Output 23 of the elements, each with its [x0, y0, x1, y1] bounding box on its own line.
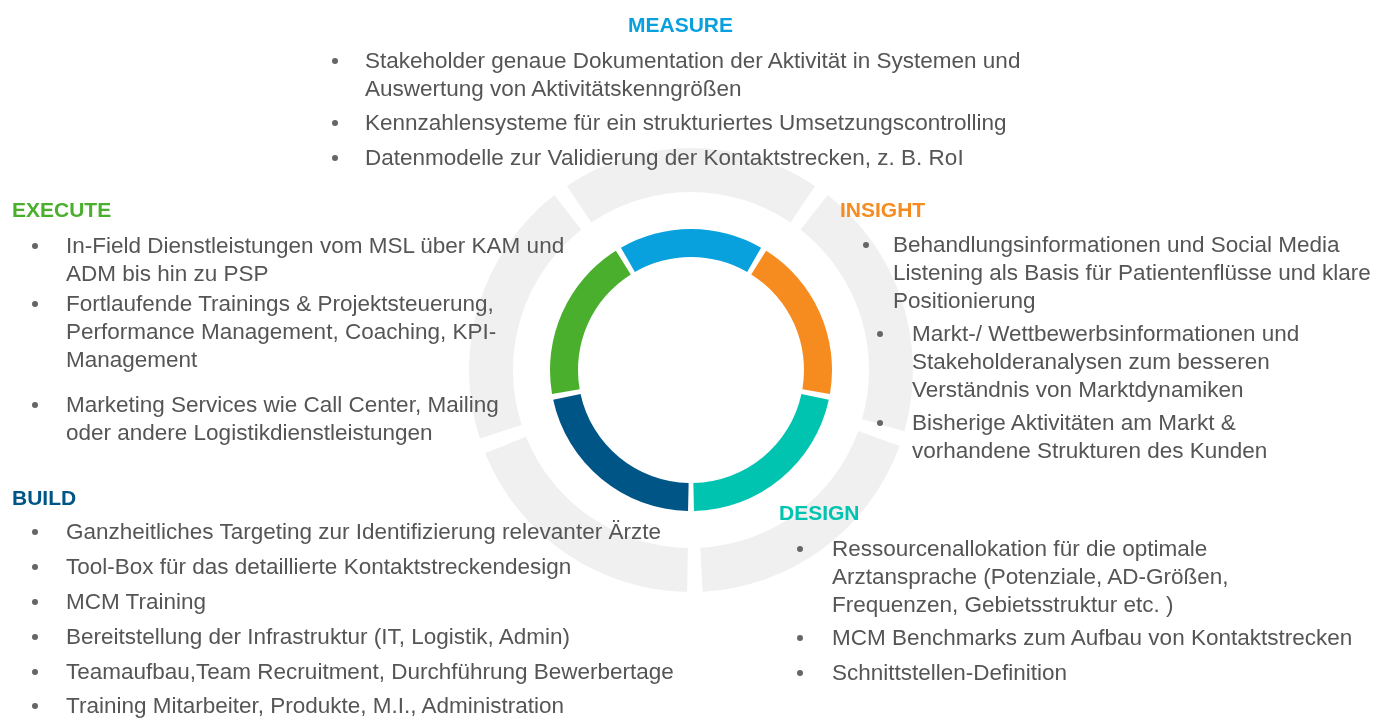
- bullet-text: Kennzahlensysteme für ein strukturiertes Umsetzungscontrolling: [365, 109, 1008, 137]
- section-heading: EXECUTE: [12, 197, 112, 223]
- bullet-text: Markt-/ Wettbewerbsinformationen und Stakeholderanalysen zum besseren Verständnis von Marktdynamiken: [912, 320, 1301, 404]
- bullet-text: MCM Benchmarks zum Aufbau von Kontaktstrecken: [832, 624, 1354, 652]
- bullet-text: Teamaufbau,Team Recruitment, Durchführung Bewerbertage: [66, 658, 675, 686]
- bullet-text: Fortlaufende Trainings & Projektsteuerung, Performance Management, Coaching, KPI-Management: [66, 290, 498, 374]
- bullet-text: Bereitstellung der Infrastruktur (IT, Logistik, Admin): [66, 623, 571, 651]
- section-heading: BUILD: [12, 485, 77, 511]
- section-heading: DESIGN: [779, 500, 860, 526]
- bullet-text: Training Mitarbeiter, Produkte, M.I., Administration: [66, 692, 566, 720]
- bullet-text: Stakeholder genaue Dokumentation der Aktivität in Systemen und Auswertung von Aktivitätskenngrößen: [365, 47, 1022, 103]
- section-heading: INSIGHT: [840, 197, 926, 223]
- section-heading: MEASURE: [628, 12, 733, 38]
- bullet-text: Behandlungsinformationen und Social Media Listening als Basis für Patientenflüsse und klare Positionierung: [893, 231, 1372, 315]
- bullet-text: Tool-Box für das detaillierte Kontaktstreckendesign: [66, 553, 573, 581]
- bullet-text: Marketing Services wie Call Center, Mailing oder andere Logistikdienstleistungen: [66, 391, 500, 447]
- bullet-text: Ressourcenallokation für die optimale Arztansprache (Potenziale, AD-Größen, Frequenzen, Gebietsstruktur etc. ): [832, 535, 1230, 619]
- bullet-text: Schnittstellen-Definition: [832, 659, 1069, 687]
- bullet-text: In-Field Dienstleistungen vom MSL über KAM und ADM bis hin zu PSP: [66, 232, 566, 288]
- bullet-text: Bisherige Aktivitäten am Markt & vorhandene Strukturen des Kunden: [912, 409, 1269, 465]
- bullet-text: Ganzheitliches Targeting zur Identifizierung relevanter Ärzte: [66, 518, 662, 546]
- bullet-text: MCM Training: [66, 588, 208, 616]
- bullet-text: Datenmodelle zur Validierung der Kontaktstrecken, z. B. RoI: [365, 144, 965, 172]
